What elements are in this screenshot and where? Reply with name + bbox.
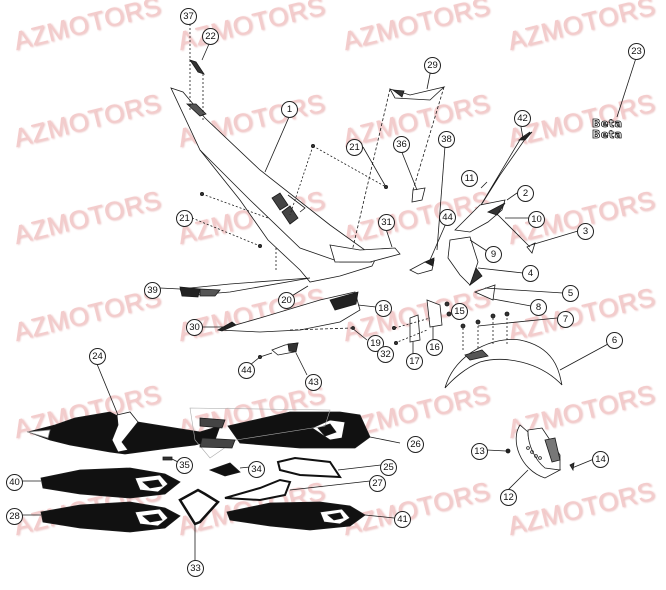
part-callout-11[interactable]: 11: [461, 170, 478, 187]
bracket-assembly: [391, 299, 452, 354]
part-callout-4[interactable]: 4: [522, 265, 539, 282]
part-callout-24[interactable]: 24: [89, 348, 106, 365]
part-callout-5[interactable]: 5: [562, 285, 579, 302]
part-callout-21[interactable]: 21: [176, 210, 193, 227]
part-36-clip: [411, 187, 426, 203]
part-callout-29[interactable]: 29: [424, 57, 441, 74]
decal-kit: [22, 407, 401, 561]
part-callout-36[interactable]: 36: [393, 136, 410, 153]
part-callout-16[interactable]: 16: [426, 339, 443, 356]
part-callout-8[interactable]: 8: [530, 299, 547, 316]
part-18-side-cover: [201, 285, 377, 333]
part-callout-31[interactable]: 31: [378, 214, 395, 231]
part-34-decal: [208, 462, 241, 477]
part-callout-28[interactable]: 28: [6, 508, 23, 525]
part-callout-3[interactable]: 3: [577, 223, 594, 240]
part-callout-44[interactable]: 44: [439, 209, 456, 226]
part-39-decal: [159, 277, 311, 298]
part-callout-40[interactable]: 40: [6, 474, 23, 491]
part-callout-30[interactable]: 30: [186, 319, 203, 336]
part-22-decal: [189, 59, 205, 75]
front-number-plate-assembly: [447, 181, 579, 307]
part-callout-33[interactable]: 33: [187, 560, 204, 577]
part-callout-17[interactable]: 17: [406, 353, 423, 370]
part-callout-42[interactable]: 42: [514, 110, 531, 127]
part-33-decal: [178, 488, 220, 526]
part-callout-15[interactable]: 15: [451, 303, 468, 320]
part-callout-32[interactable]: 32: [377, 346, 394, 363]
part-callout-6[interactable]: 6: [606, 332, 623, 349]
part-callout-20[interactable]: 20: [278, 292, 295, 309]
part-callout-25[interactable]: 25: [380, 459, 397, 476]
part-callout-37[interactable]: 37: [180, 8, 197, 25]
beta-logo-decal-1: Beta: [592, 117, 623, 130]
part-27-decal: [224, 478, 292, 502]
part-callout-43[interactable]: 43: [305, 374, 322, 391]
part-1-side-panel: [170, 87, 377, 283]
part-callout-1[interactable]: 1: [281, 101, 298, 118]
part-6-front-fender: [444, 311, 609, 389]
part-callout-44[interactable]: 44: [238, 362, 255, 379]
part-callout-22[interactable]: 22: [202, 28, 219, 45]
beta-logo-decal-2: Beta: [592, 128, 623, 141]
part-callout-18[interactable]: 18: [375, 300, 392, 317]
part-callout-27[interactable]: 27: [369, 475, 386, 492]
part-callout-10[interactable]: 10: [528, 211, 545, 228]
part-12-disc-guard: [486, 424, 595, 491]
part-callout-7[interactable]: 7: [557, 311, 574, 328]
part-callout-23[interactable]: 23: [628, 43, 645, 60]
part-25-decal: [276, 456, 342, 479]
part-callout-13[interactable]: 13: [471, 443, 488, 460]
part-callout-9[interactable]: 9: [485, 246, 502, 263]
part-callout-35[interactable]: 35: [176, 457, 193, 474]
part-callout-34[interactable]: 34: [248, 461, 265, 478]
part-callout-12[interactable]: 12: [500, 489, 517, 506]
part-callout-21[interactable]: 21: [346, 139, 363, 156]
part-callout-2[interactable]: 2: [517, 185, 534, 202]
part-29-top-decal: [349, 68, 446, 261]
part-42-decal: [477, 126, 533, 211]
part-callout-14[interactable]: 14: [592, 451, 609, 468]
part-callout-38[interactable]: 38: [438, 131, 455, 148]
part-callout-26[interactable]: 26: [407, 436, 424, 453]
part-callout-39[interactable]: 39: [144, 282, 161, 299]
part-callout-41[interactable]: 41: [394, 511, 411, 528]
